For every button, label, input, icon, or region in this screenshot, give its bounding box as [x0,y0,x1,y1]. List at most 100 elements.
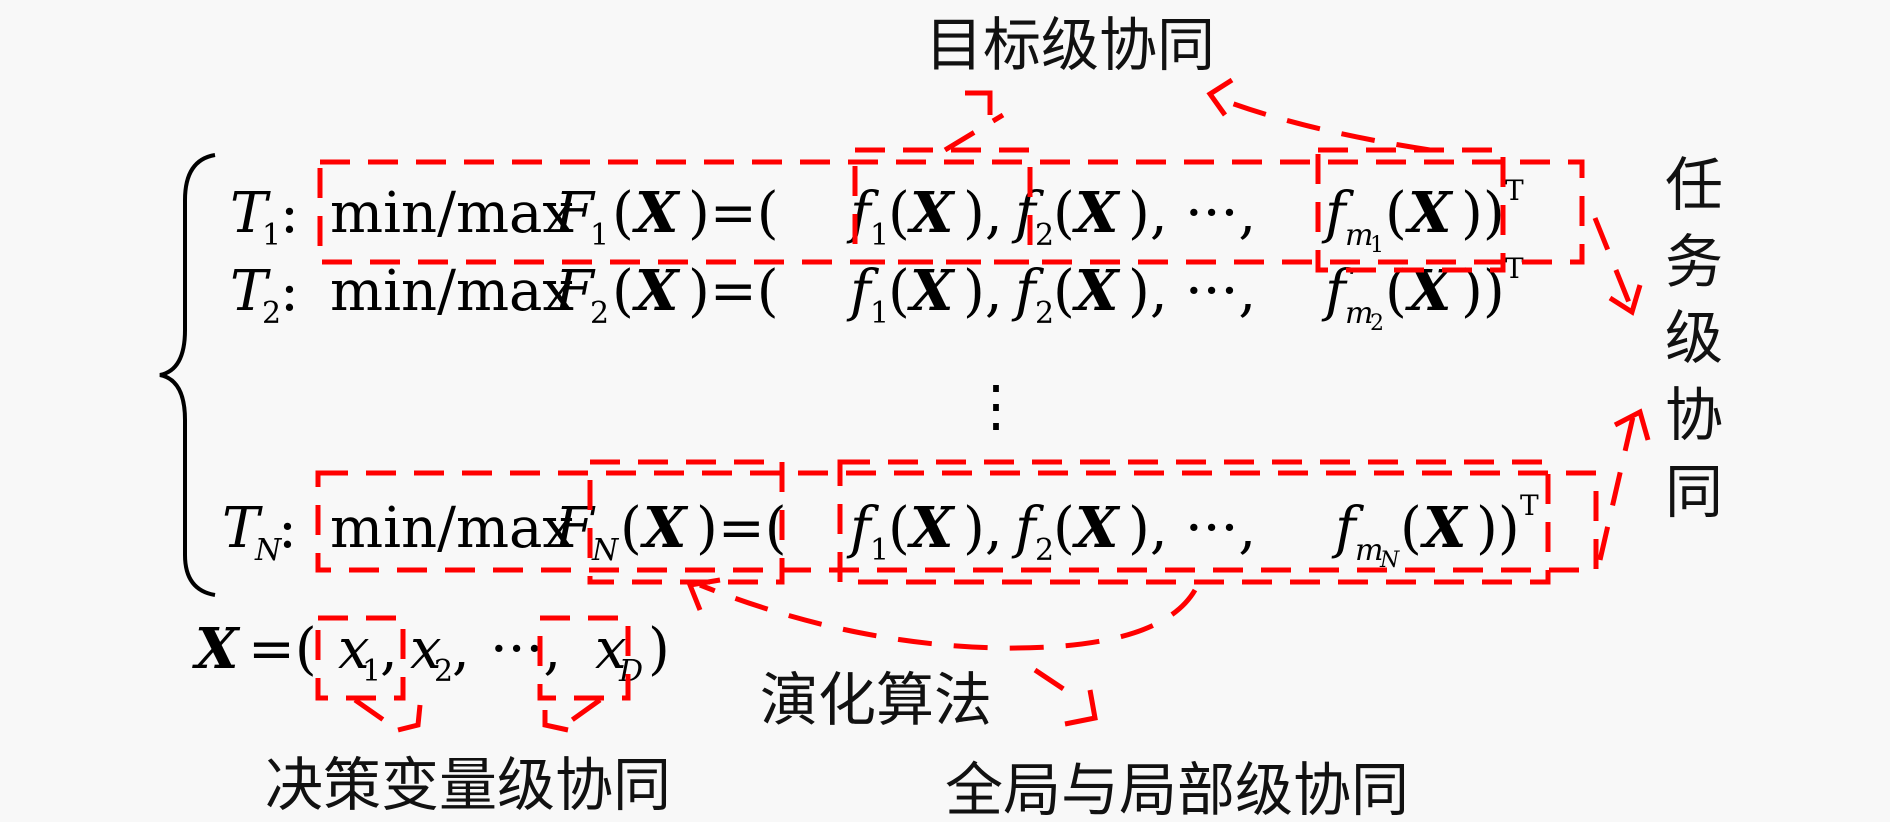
svg-text:(: ( [1053,181,1075,246]
taskN-box [315,470,1599,573]
svg-text:(: ( [888,181,910,246]
svg-text:(: ( [620,496,642,561]
svg-text:),: ), [1128,259,1168,324]
svg-text:1: 1 [590,218,609,253]
svg-text:N: N [254,533,283,568]
svg-text:1: 1 [870,533,889,568]
svg-text:(: ( [1053,496,1075,561]
svg-text:=(: =( [248,617,317,682]
arrow-f1-to-objective [943,112,1005,153]
svg-text:x: x [338,617,370,682]
label-task-level: 任 务 级 协 同 [1665,151,1723,526]
arrow-global-to-local [699,582,1198,651]
svg-text:(: ( [1400,496,1422,561]
svg-text:(: ( [612,259,634,324]
svg-text:(: ( [1053,259,1075,324]
decision-vector-definition: X =( x 1 , x 2 , ···, x D ) [192,616,670,689]
svg-text:F: F [554,181,596,246]
svg-text:x: x [595,617,627,682]
svg-text:2: 2 [1035,218,1054,253]
task-subscript: 1 [262,218,281,253]
arrow-ea-to-global-local [1033,667,1082,703]
objective-fm-box [1315,147,1506,273]
svg-text:N: N [1379,548,1400,573]
svg-text:同: 同 [1665,458,1723,526]
svg-text:): ) [648,617,670,682]
svg-text:1: 1 [870,296,889,331]
svg-text:)): )) [1476,496,1520,561]
svg-text:),: ), [1128,496,1168,561]
op-label: min/max [330,181,574,246]
svg-text:X: X [1072,180,1121,246]
svg-text:2: 2 [1035,296,1054,331]
task-symbol: T [230,181,271,246]
svg-text:),: ), [963,181,1003,246]
svg-text:T: T [1520,489,1539,522]
svg-text:级: 级 [1665,304,1723,372]
svg-text:(: ( [612,181,634,246]
svg-text:2: 2 [1035,533,1054,568]
svg-text:X: X [632,180,681,246]
svg-text:D: D [618,654,643,689]
svg-text:),: ), [1128,181,1168,246]
svg-text:X: X [640,495,689,561]
arrow-x1-to-decision [353,697,397,731]
svg-text:2: 2 [434,654,453,689]
local-FN-box [587,459,785,585]
svg-text:X: X [1420,495,1469,561]
svg-text:min/max: min/max [330,259,574,324]
arrow-task1-to-tasklevel [1592,217,1633,306]
svg-text:X: X [1405,180,1454,246]
svg-text:m: m [1355,533,1383,568]
svg-text:T: T [1505,174,1524,207]
label-evolutionary-algorithm: 演化算法 [760,666,992,734]
label-global-local-level: 全局与局部级协同 [945,756,1409,822]
svg-text:X: X [632,258,681,324]
svg-text::: : [280,259,299,324]
svg-text:1: 1 [870,218,889,253]
svg-text:)=(: )=( [688,259,779,324]
svg-text:···,: ···, [490,617,561,682]
equation-row-1: T 1 : min/max F 1 ( X )=( f 1 ( X ), f 2… [230,174,1524,258]
svg-text:2: 2 [1370,311,1384,336]
svg-text:X: X [1072,495,1121,561]
svg-text::: : [278,496,297,561]
equation-row-2: T 2 : min/max F 2 ( X )=( f 1 ( X ), f 2… [230,252,1524,336]
svg-text:N: N [591,533,620,568]
svg-text:)=(: )=( [696,496,787,561]
arrow-xD-to-decision [563,697,602,728]
global-objectives-box [837,459,1551,585]
left-brace [159,153,216,597]
svg-text:协: 协 [1665,381,1723,449]
svg-text:X: X [1072,258,1121,324]
svg-text:务: 务 [1665,228,1723,296]
svg-text:任: 任 [1665,151,1723,219]
svg-text:1: 1 [1370,233,1384,258]
x1-box [315,615,406,701]
svg-text:X: X [192,616,241,682]
svg-text:)=(: )=( [688,181,779,246]
svg-text:)): )) [1461,181,1505,246]
svg-text:X: X [907,258,956,324]
svg-text:2: 2 [590,296,609,331]
svg-text:F: F [554,259,596,324]
svg-text::: : [280,181,299,246]
svg-text:(: ( [888,259,910,324]
arrow-fm-to-objective [1214,94,1431,153]
svg-text:···,: ···, [1185,259,1256,324]
xD-box [537,615,631,701]
svg-text:m: m [1345,296,1373,331]
svg-text:),: ), [963,496,1003,561]
svg-text:(: ( [888,496,910,561]
svg-text:X: X [907,180,956,246]
label-objective-level: 目标级协同 [925,11,1215,79]
svg-text:T: T [230,259,271,324]
svg-text:(: ( [1385,181,1407,246]
vertical-dots: ⋮ [968,374,1024,439]
svg-text:),: ), [963,259,1003,324]
arrow-taskN-to-tasklevel [1597,407,1638,561]
svg-text:,: , [452,617,470,682]
label-decision-variable-level: 决策变量级协同 [265,751,671,819]
svg-text:,: , [380,617,398,682]
